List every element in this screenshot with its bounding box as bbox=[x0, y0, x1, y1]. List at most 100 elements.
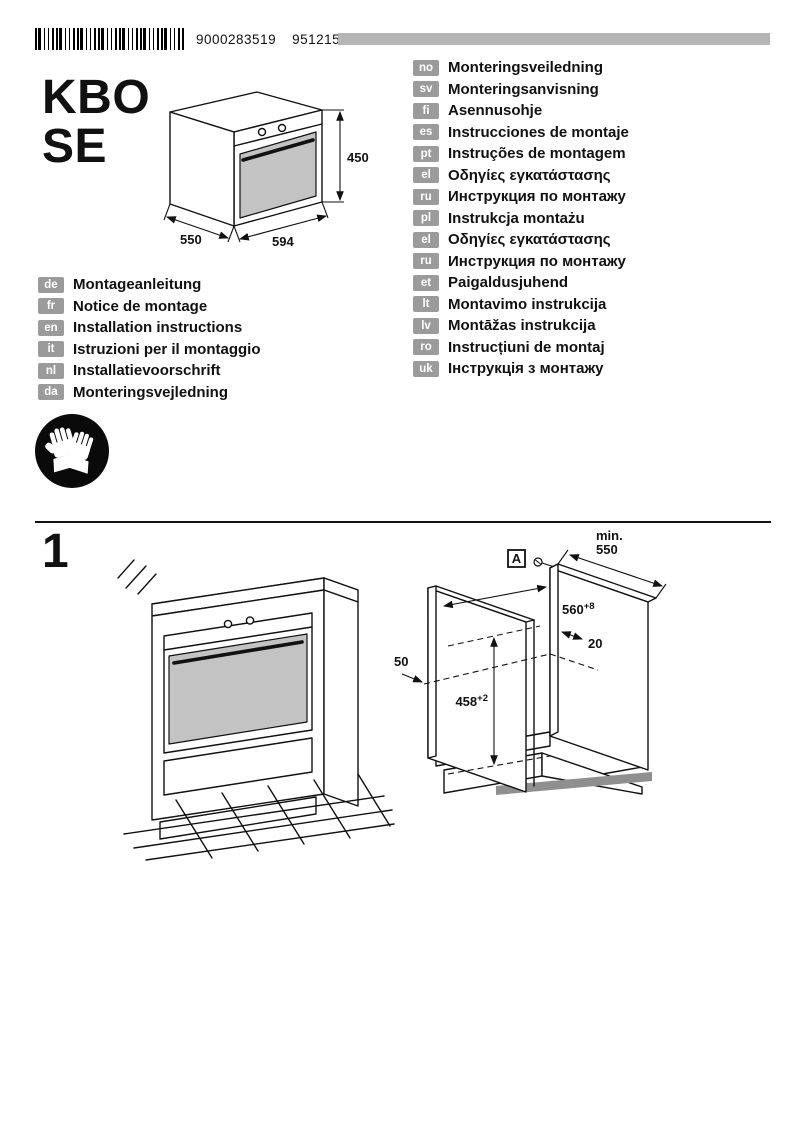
language-code-badge: lt bbox=[413, 296, 439, 313]
language-label: Οδηγίες εγκατάστασης bbox=[448, 166, 611, 184]
screw-icon bbox=[533, 557, 554, 568]
front-gap-label: 50 bbox=[394, 654, 408, 669]
language-row: pt Instruções de montagem bbox=[413, 143, 629, 165]
oven-knob bbox=[277, 123, 287, 133]
barcode bbox=[35, 28, 185, 50]
cabinet-carcass bbox=[427, 563, 657, 795]
min-depth-label: min. bbox=[596, 528, 623, 543]
language-label: Montavimo instrukcija bbox=[448, 295, 607, 313]
language-code-badge: no bbox=[413, 59, 439, 76]
language-row: lv Montāžas instrukcija bbox=[413, 315, 629, 337]
language-label: Monteringsanvisning bbox=[448, 80, 599, 98]
language-label: Інструкція з монтажу bbox=[448, 360, 604, 378]
language-row: el Οδηγίες εγκατάστασης bbox=[413, 229, 629, 251]
protective-gloves-icon bbox=[35, 414, 109, 488]
oven-door-handle bbox=[172, 640, 304, 665]
language-label: Instruções de montagem bbox=[448, 145, 626, 163]
panel-inset-label: 20 bbox=[588, 636, 602, 651]
callout-a-label: A bbox=[512, 551, 522, 566]
language-code-badge: ru bbox=[413, 188, 439, 205]
language-label: Инструкция по монтажу bbox=[448, 188, 626, 206]
language-code-badge: el bbox=[413, 167, 439, 184]
print-code: 951215 bbox=[292, 32, 341, 47]
language-row: ru Инструкция по монтажу bbox=[413, 186, 629, 208]
language-row: lt Montavimo instrukcija bbox=[413, 294, 629, 316]
language-label: Instrucciones de montaje bbox=[448, 123, 629, 141]
language-code-badge: de bbox=[38, 276, 64, 293]
oven-door-glass bbox=[168, 633, 308, 745]
language-code-badge: et bbox=[413, 274, 439, 291]
language-label: Montāžas instrukcija bbox=[448, 317, 596, 335]
language-code-badge: sv bbox=[413, 81, 439, 98]
oven-width-label: 594 bbox=[272, 234, 294, 249]
language-code-badge: it bbox=[38, 341, 64, 358]
language-label: Monteringsveiledning bbox=[448, 59, 604, 77]
language-row: el Οδηγίες εγκατάστασης bbox=[413, 165, 629, 187]
language-label: Instrucțiuni de montaj bbox=[448, 338, 605, 356]
language-label: Monteringsvejledning bbox=[73, 383, 229, 401]
min-depth-value: 550 bbox=[596, 542, 618, 557]
language-row: no Monteringsveiledning bbox=[413, 57, 629, 79]
language-code-badge: ru bbox=[413, 253, 439, 270]
product-title: KBO SE bbox=[42, 71, 151, 173]
product-title-line1: KBO bbox=[42, 71, 151, 124]
language-row: ro Instrucțiuni de montaj bbox=[413, 337, 629, 359]
floor-tiles bbox=[123, 773, 395, 861]
language-code-badge: ro bbox=[413, 339, 439, 356]
language-code-badge: pt bbox=[413, 145, 439, 162]
language-code-badge: pl bbox=[413, 210, 439, 227]
step-number: 1 bbox=[42, 525, 69, 578]
language-row: fi Asennusohje bbox=[413, 100, 629, 122]
language-code-badge: lv bbox=[413, 317, 439, 334]
language-code-badge: fi bbox=[413, 102, 439, 119]
language-label: Οδηγίες εγκατάστασης bbox=[448, 231, 611, 249]
language-code-badge: da bbox=[38, 384, 64, 401]
language-row: sv Monteringsanvisning bbox=[413, 79, 629, 101]
wall-hatching bbox=[117, 559, 157, 595]
oven-knob bbox=[245, 616, 255, 625]
oven-depth-label: 550 bbox=[180, 232, 202, 247]
language-label: Instrukcja montażu bbox=[448, 209, 585, 227]
section-divider bbox=[35, 521, 771, 523]
oven-body bbox=[169, 91, 323, 227]
oven-knob bbox=[223, 619, 233, 629]
installed-oven-figure bbox=[117, 559, 395, 861]
oven-height-label: 450 bbox=[347, 150, 369, 165]
language-code-badge: en bbox=[38, 319, 64, 336]
language-label: Notice de montage bbox=[73, 297, 208, 315]
language-row: da Monteringsvejledning bbox=[38, 382, 261, 404]
drawer-front bbox=[163, 737, 313, 796]
language-label: Asennusohje bbox=[448, 102, 543, 120]
base-shadow bbox=[496, 772, 652, 795]
language-row: fr Notice de montage bbox=[38, 296, 261, 318]
cutout-dimensions: min. 550 A 560+8 20 50 45 bbox=[394, 528, 667, 775]
cabinet-cutout-figure: min. 550 A 560+8 20 50 45 bbox=[394, 528, 667, 795]
oven-door-glass bbox=[239, 131, 317, 219]
cutout-width-value: 560 bbox=[562, 602, 584, 617]
installed-oven-front bbox=[163, 612, 313, 754]
product-title-line2: SE bbox=[42, 119, 108, 173]
language-label: Installation instructions bbox=[73, 319, 243, 337]
cutout-height-value: 458 bbox=[455, 694, 477, 709]
language-code-badge: el bbox=[413, 231, 439, 248]
language-row: pl Instrukcja montażu bbox=[413, 208, 629, 230]
language-row: en Installation instructions bbox=[38, 317, 261, 339]
cutout-width-tolerance: +8 bbox=[584, 601, 595, 612]
language-code-badge: nl bbox=[38, 362, 64, 379]
cutout-height-tolerance: +2 bbox=[477, 693, 488, 704]
oven-knob bbox=[257, 127, 267, 137]
callout-a-box bbox=[507, 549, 526, 568]
oven-door-handle bbox=[241, 138, 315, 162]
language-code-badge: fr bbox=[38, 298, 64, 315]
oven-dimensions: 450 550 594 bbox=[163, 109, 369, 249]
oven-isometric-figure: 450 550 594 bbox=[163, 91, 369, 249]
